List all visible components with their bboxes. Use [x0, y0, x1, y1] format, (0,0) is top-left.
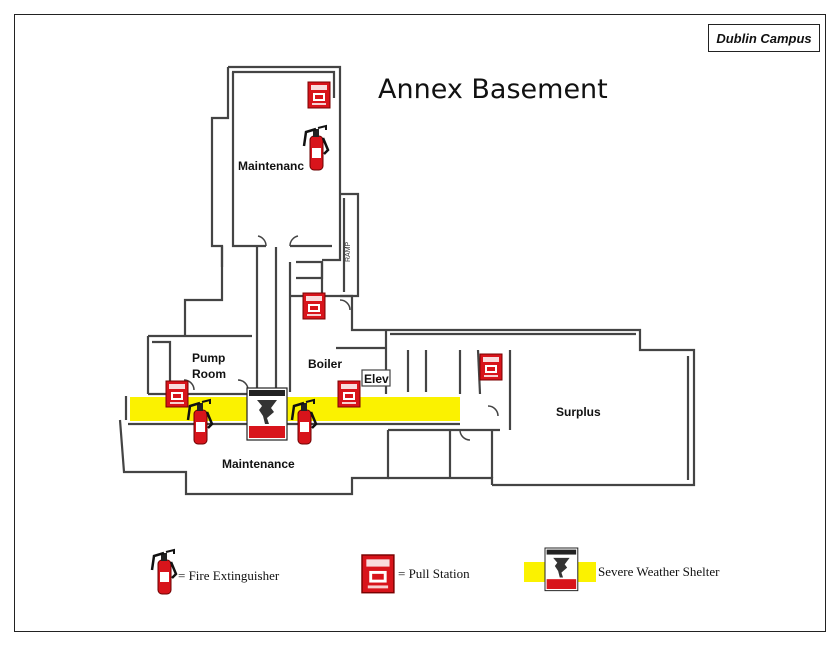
shelter-sign-icon — [246, 387, 288, 441]
fire-extinguisher-icon — [302, 124, 330, 172]
door-swings — [183, 235, 499, 441]
room-label-elev: Elev — [364, 372, 389, 386]
pull-station-icon — [307, 81, 331, 109]
room-label-pump: Pump — [192, 351, 225, 365]
ramp-label: RAMP — [345, 241, 352, 262]
legend-extinguisher-text: = Fire Extinguisher — [178, 568, 280, 583]
elevator-box — [361, 369, 391, 387]
legend-extinguisher-icon — [150, 548, 178, 596]
pull-station-icon — [337, 380, 361, 408]
room-label-maintenance-upper: Maintenanc — [238, 159, 304, 173]
room-label-surplus: Surplus — [556, 405, 601, 419]
pull-station-icon — [302, 292, 326, 320]
room-label-room: Room — [192, 367, 226, 381]
legend-pull-station-text: = Pull Station — [398, 566, 470, 581]
legend-pull-station-icon — [361, 554, 395, 594]
legend-shelter-sign-icon — [544, 547, 579, 592]
page-title: Annex Basement — [378, 74, 608, 105]
map-frame — [14, 14, 826, 632]
room-label-maintenance-lower: Maintenance — [222, 457, 295, 471]
campus-label: Dublin Campus — [708, 24, 820, 52]
legend-shelter-text: Severe Weather Shelter — [598, 564, 720, 579]
pull-station-icon — [479, 353, 503, 381]
pull-station-icon — [165, 380, 189, 408]
room-label-boiler: Boiler — [308, 357, 342, 371]
